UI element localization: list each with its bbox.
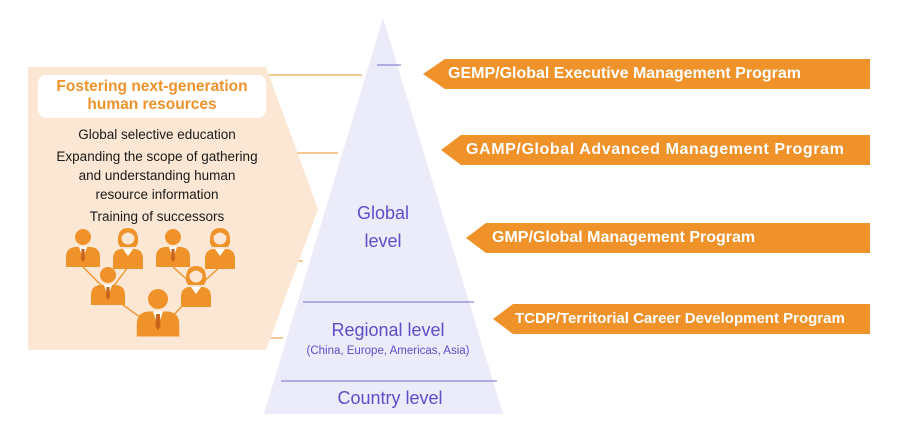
program-banner-gamp: GAMP/Global Advanced Management Program bbox=[441, 135, 870, 165]
regional-level-label: Regional level bbox=[331, 320, 445, 340]
pyramid-shape bbox=[264, 18, 503, 414]
panel-background bbox=[28, 67, 318, 350]
panel-item: resource information bbox=[95, 187, 219, 202]
program-banner-tcdp: TCDP/Territorial Career Development Prog… bbox=[493, 304, 870, 334]
person-female-icon bbox=[205, 228, 235, 269]
people-network bbox=[66, 228, 235, 337]
person-female-icon bbox=[113, 228, 143, 269]
person-female-icon bbox=[181, 266, 211, 307]
panel-item: Expanding the scope of gathering bbox=[56, 149, 258, 164]
next-generation-panel: Fostering next-generation human resource… bbox=[28, 67, 318, 350]
panel-title: Fostering next-generation human resource… bbox=[38, 75, 266, 118]
regional-level-sublabel: (China, Europe, Americas, Asia) bbox=[306, 345, 470, 357]
person-male-icon bbox=[136, 289, 180, 337]
program-banner-gmp: GMP/Global Management Program bbox=[466, 223, 870, 253]
program-label: GEMP/Global Executive Management Program bbox=[448, 65, 801, 82]
program-label: TCDP/Territorial Career Development Prog… bbox=[515, 310, 845, 327]
person-male-icon bbox=[156, 229, 190, 267]
program-label: GMP/Global Management Program bbox=[492, 229, 756, 246]
global-level-label: Global level bbox=[333, 199, 433, 255]
panel-title-line2: human resources bbox=[87, 96, 217, 113]
global-level-line2: level bbox=[364, 231, 402, 251]
person-male-icon bbox=[66, 229, 100, 267]
program-label: GAMP/Global Advanced Management Program bbox=[466, 141, 845, 158]
person-male-icon bbox=[91, 267, 125, 305]
program-banner-gemp: GEMP/Global Executive Management Program bbox=[423, 59, 870, 89]
panel-item: Training of successors bbox=[89, 209, 225, 224]
panel-item: and understanding human bbox=[78, 168, 236, 183]
country-level-label: Country level bbox=[337, 388, 443, 408]
global-level-line1: Global bbox=[356, 203, 410, 223]
panel-item: Global selective education bbox=[78, 127, 236, 142]
panel-title-line1: Fostering next-generation bbox=[56, 78, 248, 95]
